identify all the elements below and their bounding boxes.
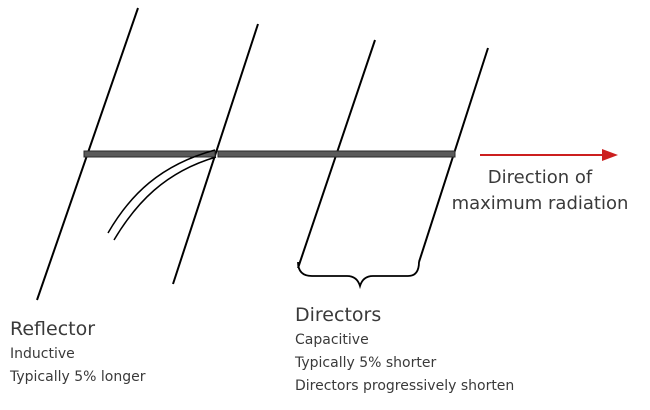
feed-line — [107, 149, 216, 234]
directors-line-2: Typically 5% shorter — [295, 355, 437, 371]
directors-line-1: Capacitive — [295, 332, 369, 348]
directors-label: Directors Capacitive Typically 5% shorte… — [295, 304, 514, 398]
directors-line-3: Directors progressively shorten — [295, 378, 515, 394]
reflector-title: Reflector — [10, 318, 96, 340]
boom-segment-right — [217, 150, 456, 158]
reflector-line-1: Inductive — [10, 346, 75, 362]
direction-label: Direction of maximum radiation — [440, 165, 640, 217]
direction-label-line1: Direction of — [487, 167, 593, 188]
boom-segment-left — [83, 150, 216, 158]
directors-brace — [297, 261, 420, 290]
direction-label-line2: maximum radiation — [451, 193, 629, 214]
feed-line-inner — [113, 156, 217, 241]
reflector-line-2: Typically 5% longer — [10, 369, 146, 385]
directors-title: Directors — [295, 304, 382, 326]
direction-arrow-head — [602, 149, 618, 161]
reflector-label: Reflector Inductive Typically 5% longer — [10, 318, 145, 389]
